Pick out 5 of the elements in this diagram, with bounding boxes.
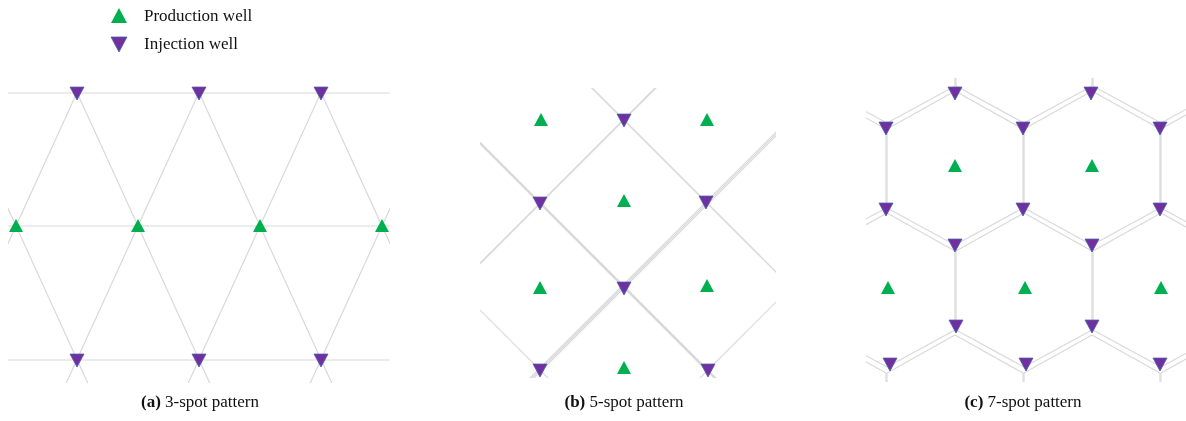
caption: (b) 5-spot pattern — [564, 392, 684, 412]
legend-label: Injection well — [144, 34, 238, 54]
legend-label: Production well — [144, 6, 253, 26]
caption: (c) 7-spot pattern — [964, 392, 1082, 412]
caption: (a) 3-spot pattern — [141, 392, 259, 412]
